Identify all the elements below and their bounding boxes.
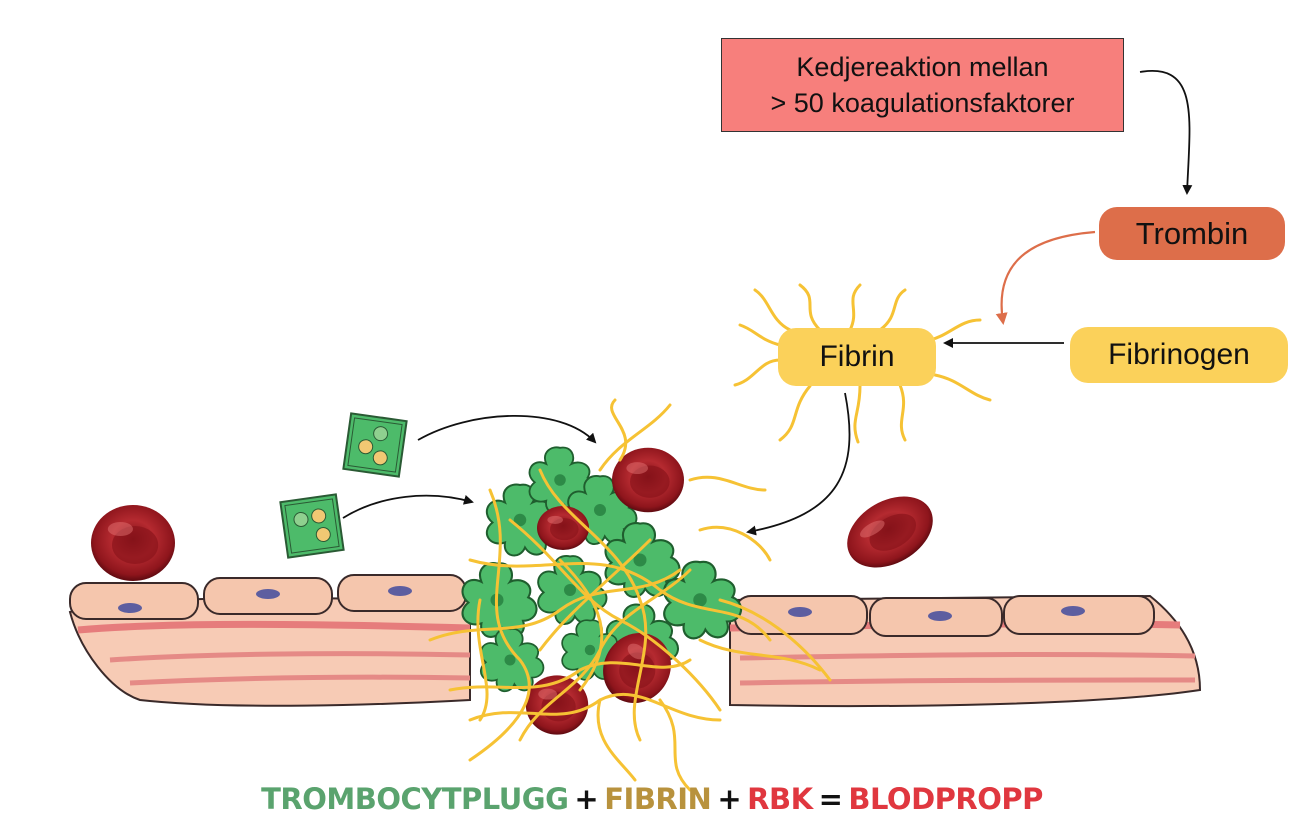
thrombin-box: Trombin bbox=[1099, 207, 1285, 260]
platelet-plug bbox=[461, 446, 743, 693]
free-platelet-top bbox=[342, 412, 408, 478]
chain-reaction-line1: Kedjereaktion mellan bbox=[796, 52, 1049, 82]
red-blood-cell-right bbox=[834, 482, 946, 582]
equation-platelet-plug: TROMBOCYTPLUGG bbox=[261, 782, 569, 816]
equation-blood-clot: BLODPROPP bbox=[848, 782, 1043, 816]
fibrin-label: Fibrin bbox=[819, 340, 895, 373]
equation-plus-1: + bbox=[574, 782, 599, 816]
equation-fibrin: FIBRIN bbox=[604, 782, 712, 816]
thrombin-label: Trombin bbox=[1135, 215, 1249, 251]
chain-reaction-box: Kedjereaktion mellan > 50 koagulationsfa… bbox=[721, 38, 1124, 132]
equation-plus-2: + bbox=[717, 782, 742, 816]
clot-fibrin-strands bbox=[428, 398, 832, 792]
equation-equals: = bbox=[818, 782, 843, 816]
fibrin-box: Fibrin bbox=[778, 328, 936, 386]
free-platelet-bottom bbox=[279, 493, 345, 559]
fibrinogen-box: Fibrinogen bbox=[1070, 327, 1288, 383]
fibrin-box-strands bbox=[733, 283, 992, 444]
clot-equation: TROMBOCYTPLUGG+FIBRIN+RBK=BLODPROPP bbox=[0, 782, 1304, 816]
equation-rbk: RBK bbox=[747, 782, 813, 816]
arrows bbox=[342, 69, 1193, 536]
red-blood-cell-left bbox=[91, 505, 175, 581]
chain-reaction-line2: > 50 koagulationsfaktorer bbox=[770, 88, 1075, 118]
fibrinogen-label: Fibrinogen bbox=[1108, 338, 1250, 371]
